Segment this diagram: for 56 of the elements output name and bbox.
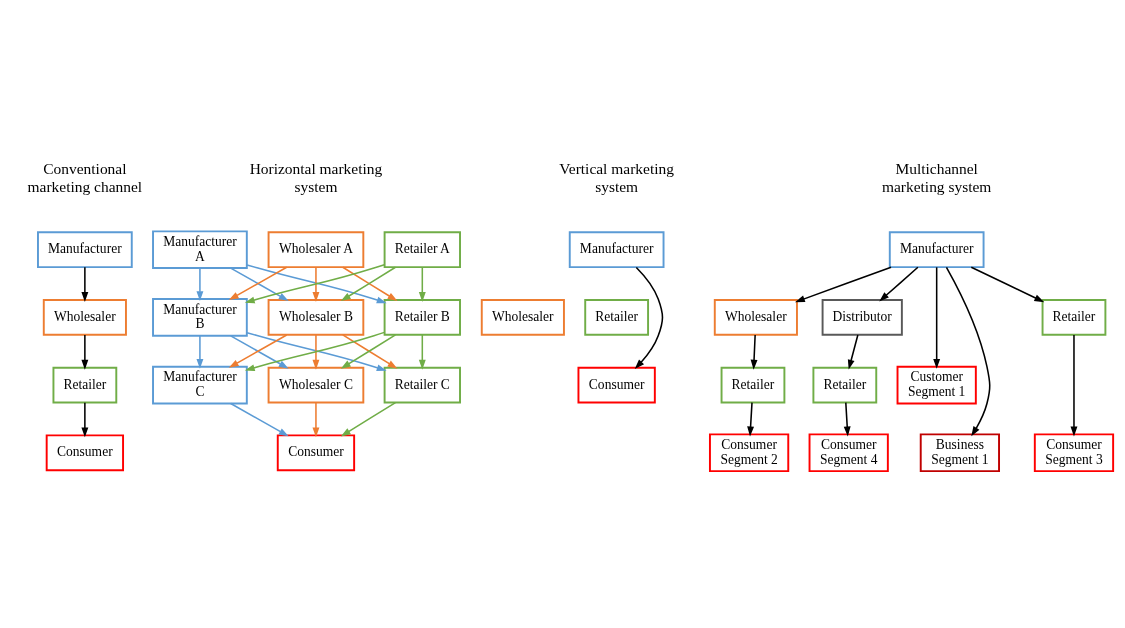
node-box: Retailer bbox=[584, 298, 650, 336]
node-box: Business Segment 1 bbox=[919, 432, 1000, 472]
node-box: Consumer Segment 2 bbox=[709, 432, 790, 472]
arrow bbox=[970, 266, 1045, 302]
node-box: Wholesaler A bbox=[267, 230, 365, 268]
label: Multichannel marketing system bbox=[881, 159, 992, 195]
arrow bbox=[312, 266, 320, 302]
arrow bbox=[312, 401, 320, 437]
arrow bbox=[229, 402, 289, 436]
label: Horizontal marketing system bbox=[249, 159, 383, 195]
node-box: Manufacturer A bbox=[152, 229, 248, 269]
arrow bbox=[312, 333, 320, 370]
arrow bbox=[879, 266, 919, 301]
arrow bbox=[945, 266, 991, 436]
arrow bbox=[750, 333, 758, 370]
node-box: Manufacturer bbox=[888, 230, 985, 268]
arrow bbox=[81, 266, 89, 302]
node-box: Manufacturer bbox=[37, 230, 133, 268]
arrow bbox=[843, 401, 851, 436]
node-box: Retailer C bbox=[383, 366, 461, 403]
arrow bbox=[794, 266, 892, 302]
node-box: Consumer bbox=[577, 366, 656, 403]
node-box: Distributor bbox=[821, 298, 903, 336]
arrow bbox=[847, 333, 859, 370]
arrow bbox=[196, 334, 204, 369]
arrow bbox=[196, 267, 204, 301]
node-box: Wholesaler bbox=[42, 298, 127, 336]
node-box: Wholesaler bbox=[713, 298, 798, 336]
label: Conventional marketing channel bbox=[27, 159, 143, 195]
node-box: Manufacturer C bbox=[152, 365, 248, 404]
node-box: Consumer bbox=[276, 433, 356, 471]
node-box: Customer Segment 1 bbox=[896, 365, 977, 404]
node-box: Consumer Segment 4 bbox=[808, 432, 889, 472]
arrow bbox=[634, 266, 664, 369]
node-box: Wholesaler B bbox=[267, 298, 365, 336]
node-box: Manufacturer bbox=[568, 230, 665, 268]
arrow bbox=[418, 333, 426, 370]
arrow bbox=[81, 333, 89, 370]
node-box: Retailer bbox=[812, 366, 878, 403]
arrow bbox=[418, 266, 426, 302]
node-box: Retailer bbox=[52, 366, 118, 403]
arrow bbox=[747, 401, 755, 436]
arrow bbox=[81, 401, 89, 437]
node-box: Consumer bbox=[45, 433, 125, 471]
node-box: Wholesaler C bbox=[267, 366, 365, 403]
node-box: Retailer bbox=[720, 366, 786, 403]
arrow bbox=[1070, 333, 1078, 436]
arrow bbox=[340, 401, 397, 436]
label: Vertical marketing system bbox=[559, 159, 674, 195]
node-box: Retailer bbox=[1041, 298, 1107, 336]
node-box: Retailer B bbox=[383, 298, 461, 336]
node-box: Wholesaler bbox=[480, 298, 565, 336]
arrow bbox=[933, 266, 941, 369]
node-box: Manufacturer B bbox=[152, 297, 248, 337]
node-box: Consumer Segment 3 bbox=[1033, 432, 1115, 472]
node-box: Retailer A bbox=[383, 230, 461, 268]
